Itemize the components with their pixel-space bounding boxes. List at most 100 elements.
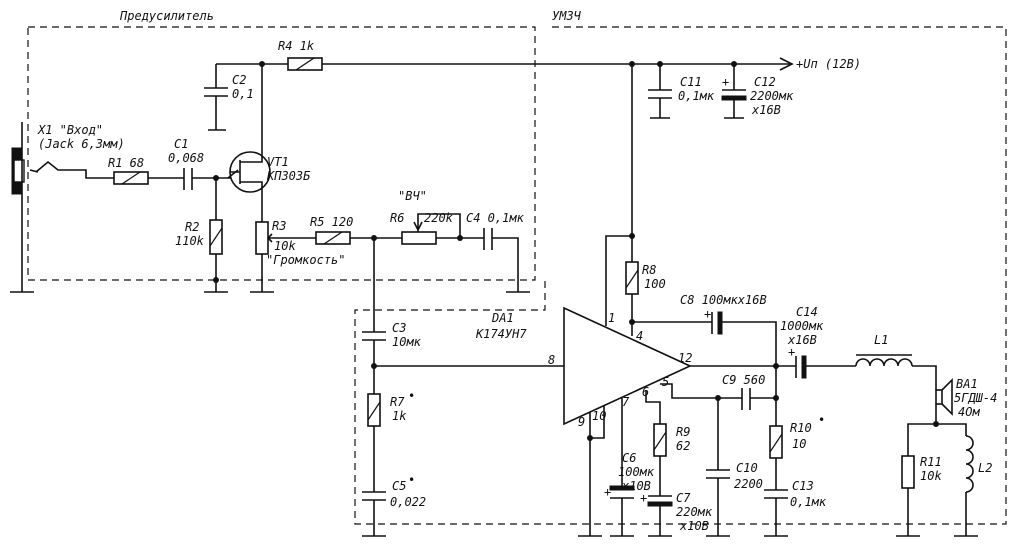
transistor-vt1 bbox=[227, 130, 271, 200]
r6-value: 220k bbox=[424, 211, 454, 225]
c12-voltage: x16В bbox=[751, 103, 781, 117]
capacitor-c9 bbox=[741, 388, 751, 410]
r6-desc: "ВЧ" bbox=[398, 189, 427, 203]
resistor-r10 bbox=[769, 425, 783, 459]
r10-value: 10 bbox=[792, 437, 806, 451]
capacitor-c5 bbox=[362, 491, 386, 501]
pin-8: 8 bbox=[548, 353, 555, 367]
r7-mark: • bbox=[408, 389, 415, 403]
c7-voltage: x10В bbox=[679, 519, 709, 533]
r6-name: R6 bbox=[390, 211, 404, 225]
r2-name: R2 bbox=[185, 220, 199, 234]
c7-name: C7 bbox=[676, 491, 691, 505]
resistor-r9 bbox=[653, 423, 667, 457]
r9-name: R9 bbox=[676, 425, 690, 439]
c10-name: C10 bbox=[736, 461, 758, 475]
r3-value: 10k bbox=[274, 239, 296, 253]
r7-value: 1k bbox=[392, 409, 407, 423]
da1-name: DA1 bbox=[491, 311, 514, 325]
r8-name: R8 bbox=[642, 263, 656, 277]
pin-7: 7 bbox=[622, 395, 630, 409]
r11-name: R11 bbox=[920, 455, 942, 469]
c12-name: C12 bbox=[754, 75, 776, 89]
c4-label: C4 0,1мк bbox=[466, 211, 525, 225]
inductor-l2 bbox=[965, 435, 974, 493]
capacitor-c1 bbox=[183, 168, 193, 190]
c6-plus: + bbox=[604, 485, 611, 499]
r4-label: R4 1k bbox=[278, 39, 315, 53]
capacitor-c7 bbox=[647, 495, 673, 507]
r7-name: R7 bbox=[390, 395, 405, 409]
pin-12: 12 bbox=[678, 351, 692, 365]
capacitor-c13 bbox=[764, 489, 788, 499]
resistor-r8 bbox=[625, 261, 639, 295]
pin-1: 1 bbox=[608, 311, 615, 325]
resistor-r11 bbox=[901, 455, 915, 489]
vt1-value: КП303Б bbox=[266, 169, 311, 183]
r2-value: 110k bbox=[175, 234, 205, 248]
amp-section-box bbox=[354, 26, 1007, 525]
capacitor-c8 bbox=[711, 311, 723, 335]
c14-value: 1000мк bbox=[780, 319, 824, 333]
c7-plus: + bbox=[640, 491, 647, 505]
c9-label: C9 560 bbox=[722, 373, 765, 387]
input-jack-x1 bbox=[11, 122, 114, 280]
c5-value: 0,022 bbox=[390, 495, 426, 509]
c1-value: 0,068 bbox=[168, 151, 204, 165]
c12-plus: + bbox=[722, 75, 729, 89]
pin-9: 9 bbox=[578, 415, 585, 429]
r11-value: 10k bbox=[920, 469, 942, 483]
c3-name: C3 bbox=[392, 321, 406, 335]
c5-name: C5 bbox=[392, 479, 406, 493]
capacitor-c10 bbox=[706, 469, 730, 479]
r10-name: R10 bbox=[790, 421, 812, 435]
c14-name: C14 bbox=[796, 305, 818, 319]
da1-value: К174УН7 bbox=[475, 327, 527, 341]
pin-5: 5 bbox=[662, 375, 669, 389]
c10-value: 2200 bbox=[734, 477, 763, 491]
capacitor-c4 bbox=[483, 228, 493, 250]
supply-label: +Uп (12В) bbox=[796, 57, 861, 71]
c13-value: 0,1мк bbox=[790, 495, 827, 509]
c12-value: 2200мк bbox=[750, 89, 794, 103]
ba1-impedance: 4Ом bbox=[958, 405, 980, 419]
c11-name: C11 bbox=[680, 75, 702, 89]
preamp-section-label: Предусилитель bbox=[119, 9, 214, 23]
r3-desc: "Громкость" bbox=[266, 253, 345, 267]
capacitor-c14 bbox=[795, 355, 807, 379]
c6-value: 100мк bbox=[618, 465, 655, 479]
capacitor-c11 bbox=[648, 89, 672, 99]
l2-label: L2 bbox=[978, 461, 992, 475]
x1-type-label: (Jack 6,3мм) bbox=[38, 137, 125, 151]
capacitor-c2 bbox=[204, 87, 228, 97]
c8-plus: + bbox=[704, 307, 711, 321]
resistor-r5 bbox=[315, 231, 351, 245]
r10-mark: • bbox=[818, 413, 825, 427]
c6-name: C6 bbox=[622, 451, 636, 465]
vt1-name: VT1 bbox=[267, 155, 289, 169]
c7-value: 220мк bbox=[676, 505, 713, 519]
r8-value: 100 bbox=[644, 277, 666, 291]
c1-name: C1 bbox=[174, 137, 188, 151]
ba1-value: 5ГДШ-4 bbox=[954, 391, 997, 405]
r1-label: R1 68 bbox=[108, 156, 144, 170]
pin-4: 4 bbox=[636, 329, 643, 343]
speaker-ba1 bbox=[935, 378, 953, 416]
c2-name: C2 bbox=[232, 73, 246, 87]
resistor-r1 bbox=[113, 171, 149, 185]
c5-mark: • bbox=[408, 473, 415, 487]
l1-label: L1 bbox=[874, 333, 888, 347]
capacitor-c3 bbox=[362, 331, 386, 341]
preamp-section-box bbox=[27, 26, 536, 281]
c3-value: 10мк bbox=[392, 335, 422, 349]
c11-value: 0,1мк bbox=[678, 89, 715, 103]
resistor-r7 bbox=[367, 393, 381, 427]
r9-value: 62 bbox=[676, 439, 690, 453]
potentiometer-r3 bbox=[255, 221, 276, 255]
x1-label: X1 "Вход" bbox=[37, 123, 103, 137]
c13-name: C13 bbox=[792, 479, 814, 493]
amp-section-label: УМЗЧ bbox=[552, 9, 582, 23]
c6-voltage: x10В bbox=[621, 479, 651, 493]
c8-label: C8 100мкх16В bbox=[680, 293, 767, 307]
